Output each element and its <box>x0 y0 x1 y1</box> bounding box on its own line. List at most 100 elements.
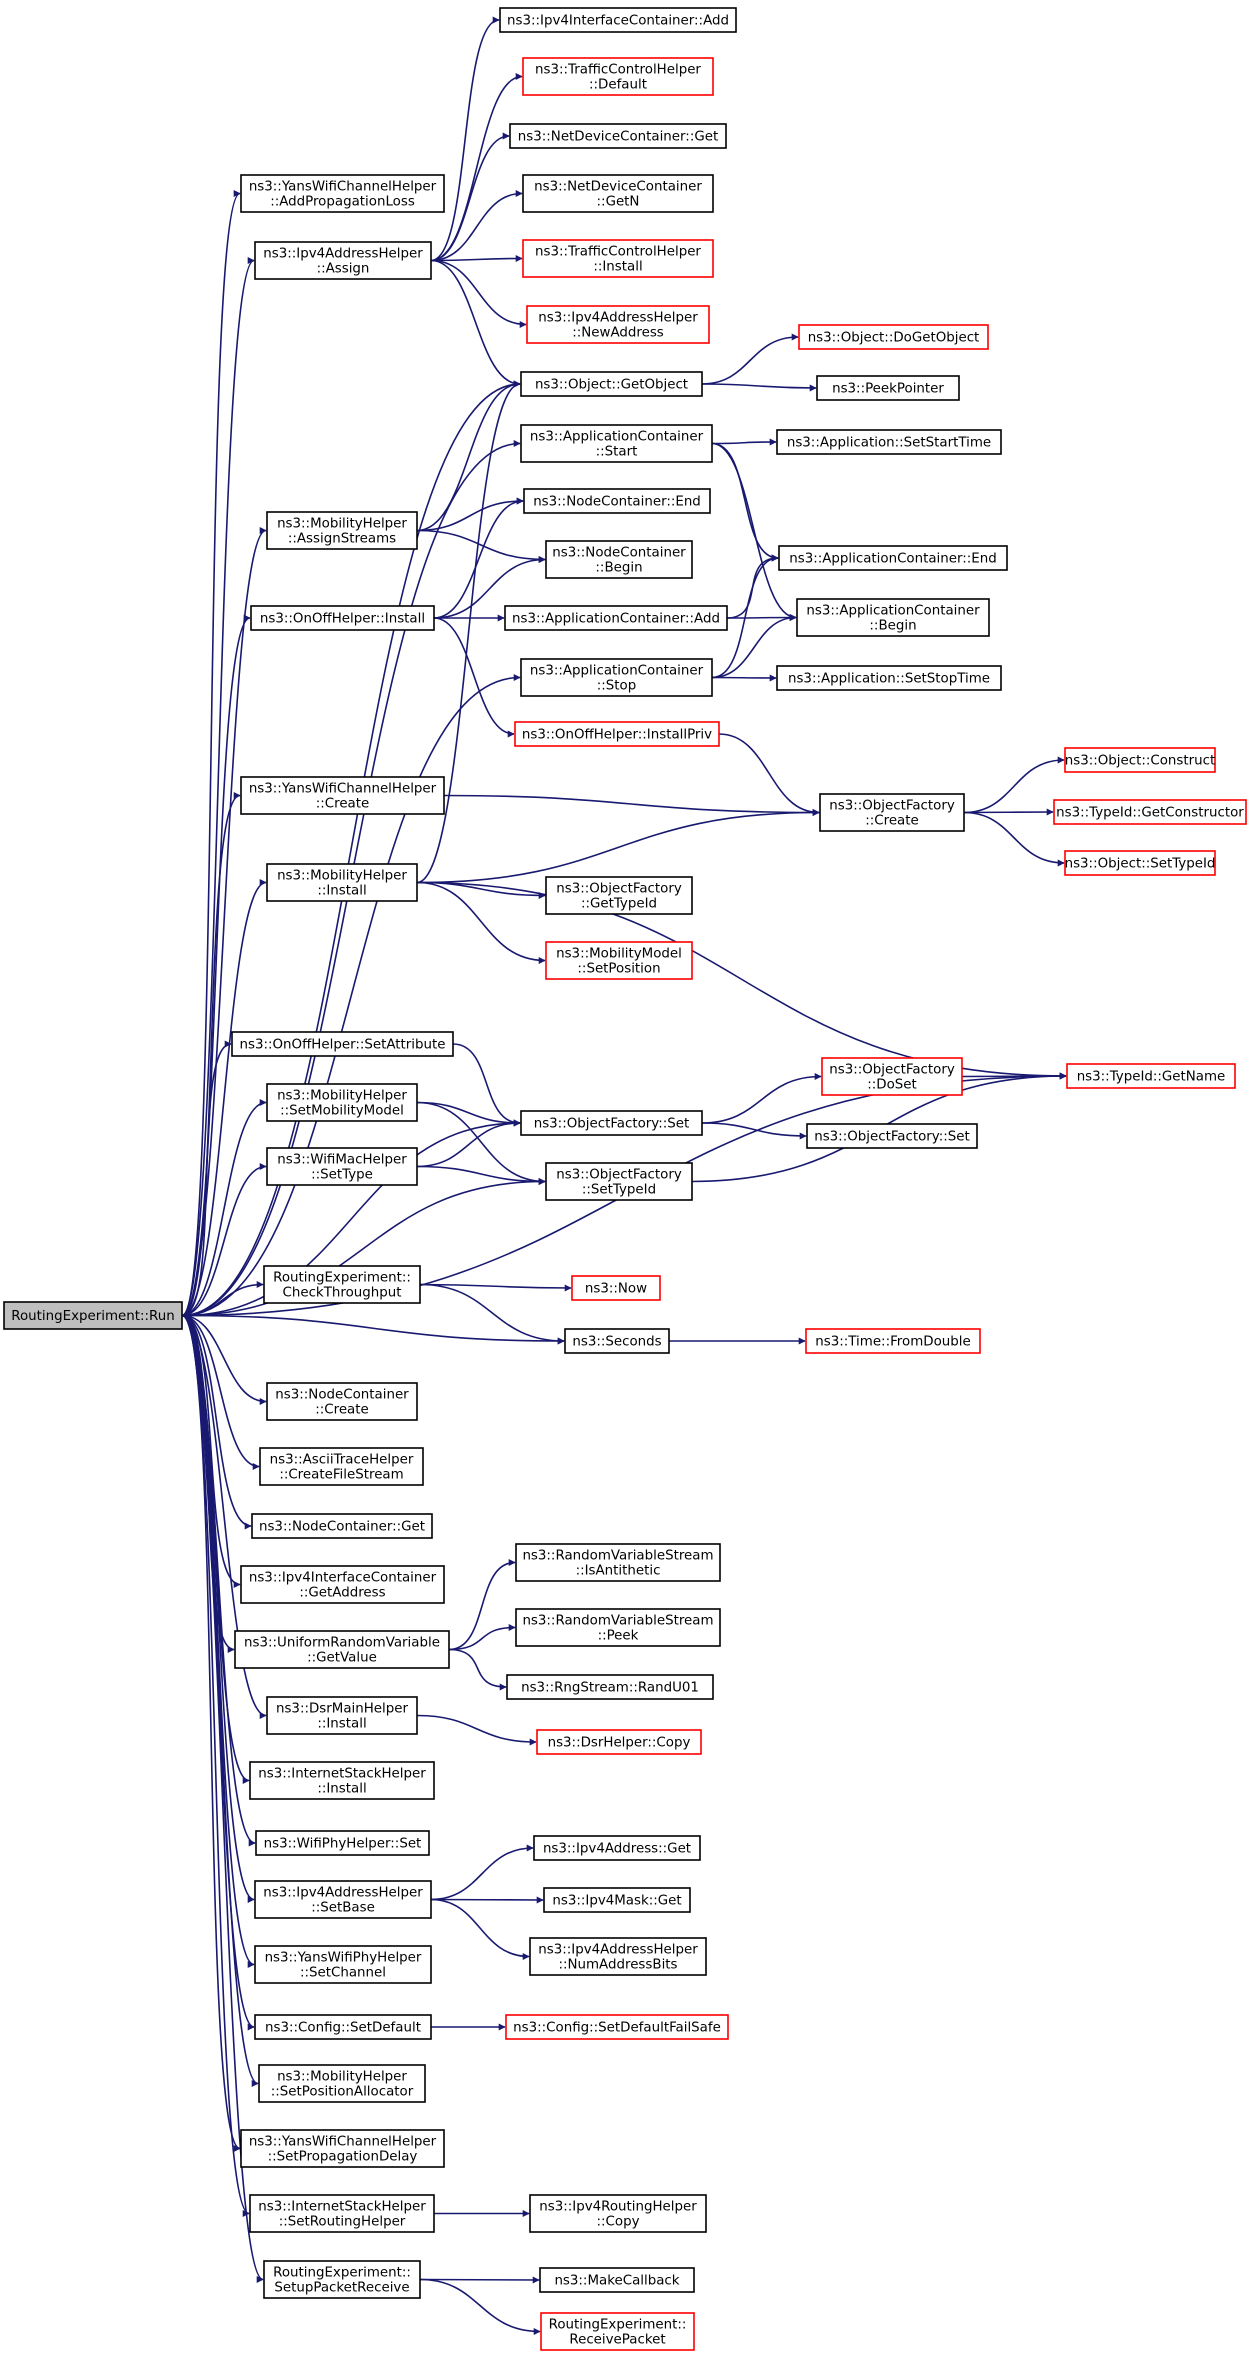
node-box <box>796 598 990 637</box>
node-tch-install[interactable]: ns3::TrafficControlHelper::Install <box>522 239 714 278</box>
node-ascii[interactable]: ns3::AsciiTraceHelper::CreateFileStream <box>259 1447 424 1486</box>
edge-mob_install-to-obj_getobject <box>416 380 521 884</box>
node-ish-setrh[interactable]: ns3::InternetStackHelper::SetRoutingHelp… <box>249 2194 435 2233</box>
node-ac-start[interactable]: ns3::ApplicationContainer::Start <box>520 424 713 463</box>
node-run[interactable]: RoutingExperiment::Run <box>3 1301 183 1330</box>
node-rvs-isanti[interactable]: ns3::RandomVariableStream::IsAntithetic <box>515 1543 721 1582</box>
node-time-fromdouble[interactable]: ns3::Time::FromDouble <box>805 1328 981 1354</box>
node-nc-get[interactable]: ns3::NodeContainer::Get <box>251 1513 433 1539</box>
node-rng-randu01[interactable]: ns3::RngStream::RandU01 <box>506 1674 714 1700</box>
node-mob-install[interactable]: ns3::MobilityHelper::Install <box>266 863 418 902</box>
node-config-setdefault[interactable]: ns3::Config::SetDefault <box>254 2014 432 2040</box>
node-label-line: ns3::Now <box>585 1282 647 1297</box>
node-label-line: ns3::Application::SetStopTime <box>788 672 990 687</box>
node-tch-default[interactable]: ns3::TrafficControlHelper::Default <box>522 57 714 96</box>
node-box <box>545 1162 693 1201</box>
node-label-line: ns3::MakeCallback <box>554 2274 679 2289</box>
node-box <box>545 876 693 915</box>
node-of-doset[interactable]: ns3::ObjectFactory::DoSet <box>821 1057 963 1096</box>
node-ish-install[interactable]: ns3::InternetStackHelper::Install <box>249 1761 435 1800</box>
node-onoff-setattr[interactable]: ns3::OnOffHelper::SetAttribute <box>231 1031 454 1057</box>
node-ns3-seconds[interactable]: ns3::Seconds <box>564 1328 670 1354</box>
node-label-line: ::GetN <box>597 195 640 210</box>
node-peekpointer[interactable]: ns3::PeekPointer <box>816 375 960 401</box>
node-ipv4addr-get[interactable]: ns3::Ipv4Address::Get <box>533 1835 701 1861</box>
node-dsrhelper-copy[interactable]: ns3::DsrHelper::Copy <box>536 1729 702 1755</box>
node-ac-begin[interactable]: ns3::ApplicationContainer::Begin <box>796 598 990 637</box>
node-ipv4ah-newaddr[interactable]: ns3::Ipv4AddressHelper::NewAddress <box>526 305 710 344</box>
node-of-create[interactable]: ns3::ObjectFactory::Create <box>819 793 965 832</box>
edge-of_set-to-of_doset <box>701 1073 822 1124</box>
node-ipv4ic-add[interactable]: ns3::Ipv4InterfaceContainer::Add <box>499 7 737 33</box>
node-box <box>776 429 1002 455</box>
node-ipv4ah-assign[interactable]: ns3::Ipv4AddressHelper::Assign <box>254 241 432 280</box>
node-re-rp[interactable]: RoutingExperiment::ReceivePacket <box>540 2312 695 2351</box>
edge-mob_install-to-mm_setpos <box>416 881 546 964</box>
node-ipv4ah-nab[interactable]: ns3::Ipv4AddressHelper::NumAddressBits <box>529 1937 707 1976</box>
node-rvs-peek[interactable]: ns3::RandomVariableStream::Peek <box>515 1608 721 1647</box>
node-obj-getobject[interactable]: ns3::Object::GetObject <box>520 371 703 397</box>
node-ywph-setchannel[interactable]: ns3::YansWifiPhyHelper::SetChannel <box>254 1945 432 1984</box>
node-box <box>1053 799 1247 825</box>
node-ipv4ah-setbase[interactable]: ns3::Ipv4AddressHelper::SetBase <box>254 1880 432 1919</box>
node-mm-setpos[interactable]: ns3::MobilityModel::SetPosition <box>545 941 693 980</box>
node-box <box>505 2014 729 2040</box>
node-re-ct[interactable]: RoutingExperiment::CheckThroughput <box>263 1265 421 1304</box>
node-box <box>540 2312 695 2351</box>
node-label-line: ns3::MobilityHelper <box>277 517 407 532</box>
node-of-set[interactable]: ns3::ObjectFactory::Set <box>520 1110 703 1136</box>
node-urv-getvalue[interactable]: ns3::UniformRandomVariable::GetValue <box>234 1630 450 1669</box>
node-ipv4ic-getaddr[interactable]: ns3::Ipv4InterfaceContainer::GetAddress <box>240 1565 445 1604</box>
node-box <box>523 488 711 514</box>
node-obj-dogetobject[interactable]: ns3::Object::DoGetObject <box>798 324 989 350</box>
node-mob-as[interactable]: ns3::MobilityHelper::AssignStreams <box>266 511 418 550</box>
node-ywch-create[interactable]: ns3::YansWifiChannelHelper::Create <box>240 776 445 815</box>
node-box <box>240 174 445 213</box>
node-nc-end[interactable]: ns3::NodeContainer::End <box>523 488 711 514</box>
node-label-line: ::Copy <box>597 2215 640 2230</box>
node-obj-construct[interactable]: ns3::Object::Construct <box>1064 747 1216 773</box>
node-config-sdfs[interactable]: ns3::Config::SetDefaultFailSafe <box>505 2014 729 2040</box>
edge-onoff_install-to-onoff_installpriv <box>433 617 515 738</box>
node-mob-setmm[interactable]: ns3::MobilityHelper::SetMobilityModel <box>266 1083 418 1122</box>
node-box <box>240 2129 445 2168</box>
node-ac-end[interactable]: ns3::ApplicationContainer::End <box>778 545 1008 571</box>
node-ns3-now[interactable]: ns3::Now <box>571 1275 661 1301</box>
node-makecallback[interactable]: ns3::MakeCallback <box>539 2267 695 2293</box>
edge-run-to-re_spr <box>181 1314 264 2283</box>
node-ac-add[interactable]: ns3::ApplicationContainer::Add <box>504 605 728 631</box>
node-app-setstart[interactable]: ns3::Application::SetStartTime <box>776 429 1002 455</box>
node-ndc-getn[interactable]: ns3::NetDeviceContainer::GetN <box>522 174 714 213</box>
node-obj-settypeid[interactable]: ns3::Object::SetTypeId <box>1064 850 1216 876</box>
node-ac-stop[interactable]: ns3::ApplicationContainer::Stop <box>520 658 713 697</box>
node-typeid-getname[interactable]: ns3::TypeId::GetName <box>1066 1063 1236 1089</box>
node-of-settypeid[interactable]: ns3::ObjectFactory::SetTypeId <box>545 1162 693 1201</box>
edge-run-to-ascii <box>181 1314 260 1470</box>
node-ndc-get[interactable]: ns3::NetDeviceContainer::Get <box>509 123 727 149</box>
node-wifimac-settype[interactable]: ns3::WifiMacHelper::SetType <box>266 1147 418 1186</box>
edge-ac_stop-to-ac_end <box>711 554 779 679</box>
node-ipv4mask-get[interactable]: ns3::Ipv4Mask::Get <box>543 1887 691 1913</box>
node-ipv4rh-copy[interactable]: ns3::Ipv4RoutingHelper::Copy <box>529 2194 707 2233</box>
node-dsrmain-install[interactable]: ns3::DsrMainHelper::Install <box>266 1696 418 1735</box>
node-ywch-apl[interactable]: ns3::YansWifiChannelHelper::AddPropagati… <box>240 174 445 213</box>
node-wifiphy-set[interactable]: ns3::WifiPhyHelper::Set <box>255 1830 430 1856</box>
node-ywch-setpd[interactable]: ns3::YansWifiChannelHelper::SetPropagati… <box>240 2129 445 2168</box>
node-onoff-install[interactable]: ns3::OnOffHelper::Install <box>250 605 435 631</box>
node-nc-begin[interactable]: ns3::NodeContainer::Begin <box>545 540 693 579</box>
node-of-set2[interactable]: ns3::ObjectFactory::Set <box>806 1123 978 1149</box>
node-nc-create[interactable]: ns3::NodeContainer::Create <box>266 1382 418 1421</box>
node-app-setstop[interactable]: ns3::Application::SetStopTime <box>776 665 1002 691</box>
node-label-line: ns3::ObjectFactory <box>556 882 682 897</box>
edge-dsrmain_install-to-dsrhelper_copy <box>416 1714 537 1746</box>
edge-ipv4ah_setbase-to-ipv4addr_get <box>430 1844 534 1901</box>
edge-of_create-to-obj_settypeid <box>963 811 1065 867</box>
node-mob-setpa[interactable]: ns3::MobilityHelper::SetPositionAllocato… <box>258 2064 426 2103</box>
node-re-spr[interactable]: RoutingExperiment::SetupPacketReceive <box>263 2260 421 2299</box>
node-of-gettypeid[interactable]: ns3::ObjectFactory::GetTypeId <box>545 876 693 915</box>
node-typeid-getctor[interactable]: ns3::TypeId::GetConstructor <box>1053 799 1247 825</box>
node-label-line: ns3::Config::SetDefault <box>265 2021 421 2036</box>
node-label-line: CheckThroughput <box>283 1286 402 1301</box>
node-onoff-installpriv[interactable]: ns3::OnOffHelper::InstallPriv <box>514 721 720 747</box>
node-box <box>258 2064 426 2103</box>
